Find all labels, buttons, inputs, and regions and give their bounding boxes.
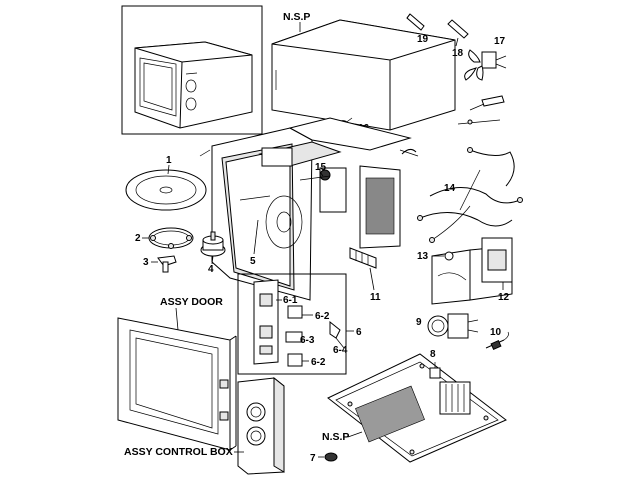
microwave-exterior-inset — [121, 5, 263, 135]
label-17: 17 — [494, 36, 506, 47]
label-6-4: 6-4 — [333, 345, 348, 356]
label-12: 12 — [498, 292, 510, 303]
door-assembly — [117, 317, 237, 451]
label-11: 11 — [370, 292, 381, 303]
base-plate — [327, 353, 507, 463]
turntable-motor-part — [200, 231, 226, 257]
assy-control-box-label: ASSY CONTROL BOX — [124, 446, 233, 458]
label-13: 13 — [417, 251, 429, 262]
foot-part — [324, 452, 338, 462]
label-19: 19 — [417, 34, 429, 45]
label-6-1: 6-1 — [283, 295, 298, 306]
label-8: 8 — [430, 349, 436, 360]
label-9: 9 — [416, 317, 422, 328]
turntable-glass-part — [125, 169, 207, 211]
label-3: 3 — [143, 257, 149, 268]
label-5: 5 — [250, 256, 256, 267]
coupler-part — [157, 255, 177, 273]
label-10: 10 — [490, 327, 502, 338]
label-7: 7 — [310, 453, 316, 464]
cutout-part — [429, 362, 441, 379]
hv-diode-part — [485, 331, 509, 351]
tube-part — [447, 19, 469, 39]
label-6: 6 — [356, 327, 362, 338]
label-18: 18 — [452, 48, 464, 59]
fan-motor-part — [464, 49, 507, 81]
magnetron-part — [427, 313, 479, 339]
oven-cavity — [199, 117, 412, 301]
label-15: 15 — [315, 162, 327, 173]
outer-cabinet — [271, 19, 456, 131]
interlock-assembly-box — [237, 273, 347, 375]
nsp-bottom-label: N.S.P — [322, 431, 349, 443]
transformer-part — [431, 237, 513, 305]
control-box-assembly — [237, 376, 285, 475]
fuse-part — [406, 13, 425, 31]
capacitor-block — [439, 381, 471, 415]
nsp-top-label: N.S.P — [283, 11, 310, 23]
roller-ring-part — [148, 227, 194, 249]
label-6-3: 6-3 — [300, 335, 315, 346]
label-14: 14 — [444, 183, 456, 194]
label-6-2b: 6-2 — [311, 357, 326, 368]
label-2: 2 — [135, 233, 141, 244]
wire-harness-part — [417, 147, 523, 243]
connector-part — [349, 247, 377, 269]
thermostat-part — [444, 251, 454, 261]
assy-door-label: ASSY DOOR — [160, 296, 223, 308]
label-6-2a: 6-2 — [315, 311, 330, 322]
label-1: 1 — [166, 155, 172, 166]
small-wire-parts — [457, 95, 505, 125]
label-4: 4 — [208, 264, 214, 275]
